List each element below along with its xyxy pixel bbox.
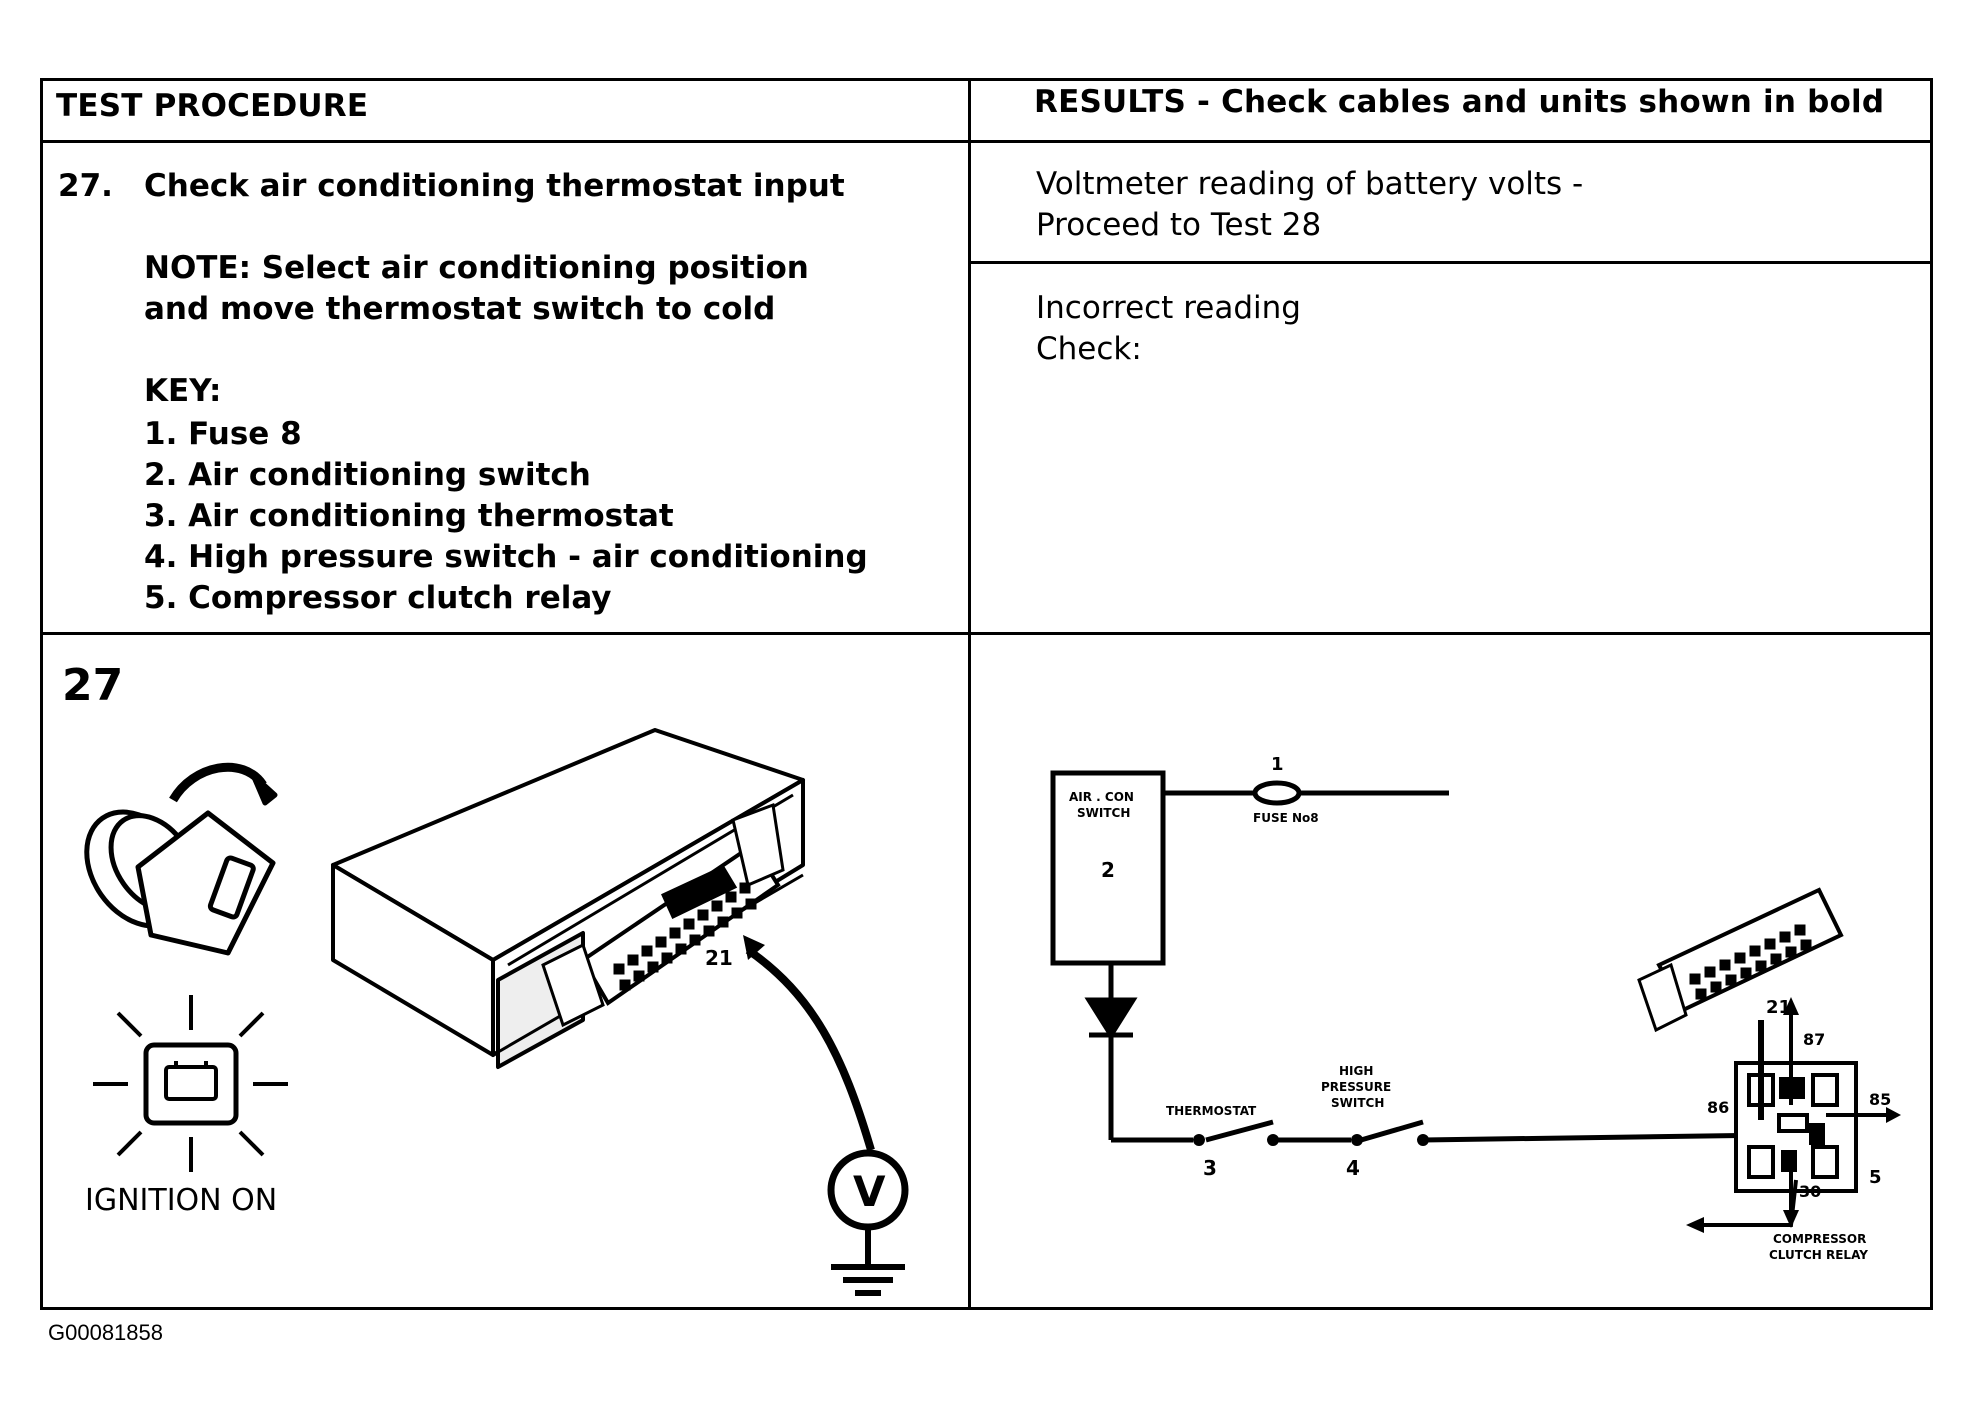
ac-switch-label-2: SWITCH xyxy=(1077,806,1130,820)
high-pressure-label-2: PRESSURE xyxy=(1321,1080,1391,1094)
warning-light-icon xyxy=(93,995,288,1172)
relay-label-2: CLUTCH RELAY xyxy=(1769,1248,1868,1262)
reference-code: G00081858 xyxy=(48,1320,163,1345)
column-divider xyxy=(968,78,971,1310)
header-results: RESULTS - Check cables and units shown i… xyxy=(1034,84,1885,120)
ac-switch-number: 2 xyxy=(1101,858,1115,882)
key-item-ac-switch: 2. Air conditioning switch xyxy=(144,457,591,493)
note-line-1: NOTE: Select air conditioning position xyxy=(144,250,809,286)
high-pressure-number: 4 xyxy=(1346,1156,1360,1180)
relay-connector xyxy=(1637,887,1844,1033)
circuit-diagram: AIR . CON SWITCH 2 1 FUSE No8 THERMOSTAT… xyxy=(1050,754,1901,1262)
relay-pin-87: 87 xyxy=(1803,1030,1825,1049)
relay-pin-30: 30 xyxy=(1799,1182,1821,1201)
key-label: KEY: xyxy=(144,373,222,409)
ac-switch-box xyxy=(1050,770,1166,966)
high-pressure-switch-icon xyxy=(1360,1119,1424,1143)
result-correct-line-1: Voltmeter reading of battery volts - xyxy=(1036,166,1584,202)
key-item-thermostat: 3. Air conditioning thermostat xyxy=(144,498,674,534)
high-pressure-label-1: HIGH xyxy=(1339,1064,1373,1078)
figure-number: 27 xyxy=(62,660,124,711)
fuse-label: FUSE No8 xyxy=(1253,811,1319,825)
test-number: 27. xyxy=(58,168,113,204)
key-item-fuse: 1. Fuse 8 xyxy=(144,416,302,452)
meter-lead xyxy=(745,946,875,1152)
diode-icon xyxy=(1084,997,1138,1040)
thermostat-switch-icon xyxy=(1205,1119,1274,1143)
thermostat-label: THERMOSTAT xyxy=(1166,1104,1257,1118)
fuse-icon xyxy=(1252,780,1302,806)
test-table xyxy=(40,78,1933,1310)
result-incorrect-line-1: Incorrect reading xyxy=(1036,290,1301,326)
ignition-key-icon xyxy=(84,762,278,956)
header-test-procedure: TEST PROCEDURE xyxy=(56,88,369,124)
test-title: Check air conditioning thermostat input xyxy=(144,168,845,204)
figure-divider xyxy=(40,632,1933,635)
relay-pin-85: 85 xyxy=(1869,1090,1891,1109)
ac-switch-label-1: AIR . CON xyxy=(1069,790,1134,804)
relay-pin-21: 21 xyxy=(1766,997,1791,1018)
ignition-on-label: IGNITION ON xyxy=(85,1183,277,1218)
voltmeter-icon: V xyxy=(827,1149,909,1296)
key-item-high-pressure-switch: 4. High pressure switch - air conditioni… xyxy=(144,539,868,575)
ecu-connector xyxy=(541,802,785,1028)
header-divider xyxy=(40,140,1933,143)
pin-21-label: 21 xyxy=(705,946,733,970)
relay-label-1: COMPRESSOR xyxy=(1773,1232,1866,1246)
fuse-number: 1 xyxy=(1271,754,1284,775)
relay-pin-86: 86 xyxy=(1707,1098,1729,1117)
thermostat-number: 3 xyxy=(1203,1156,1217,1180)
key-item-compressor-relay: 5. Compressor clutch relay xyxy=(144,580,612,616)
compressor-clutch-relay xyxy=(1696,1015,1891,1227)
relay-number: 5 xyxy=(1869,1167,1882,1188)
high-pressure-label-3: SWITCH xyxy=(1331,1096,1384,1110)
note-line-2: and move thermostat switch to cold xyxy=(144,291,776,327)
test-setup-illustration: IGNITION ON 21 V xyxy=(84,728,909,1296)
result-correct-line-2: Proceed to Test 28 xyxy=(1036,207,1322,243)
results-divider xyxy=(968,261,1933,264)
voltmeter-symbol: V xyxy=(853,1167,886,1216)
result-incorrect-line-2: Check: xyxy=(1036,331,1142,367)
